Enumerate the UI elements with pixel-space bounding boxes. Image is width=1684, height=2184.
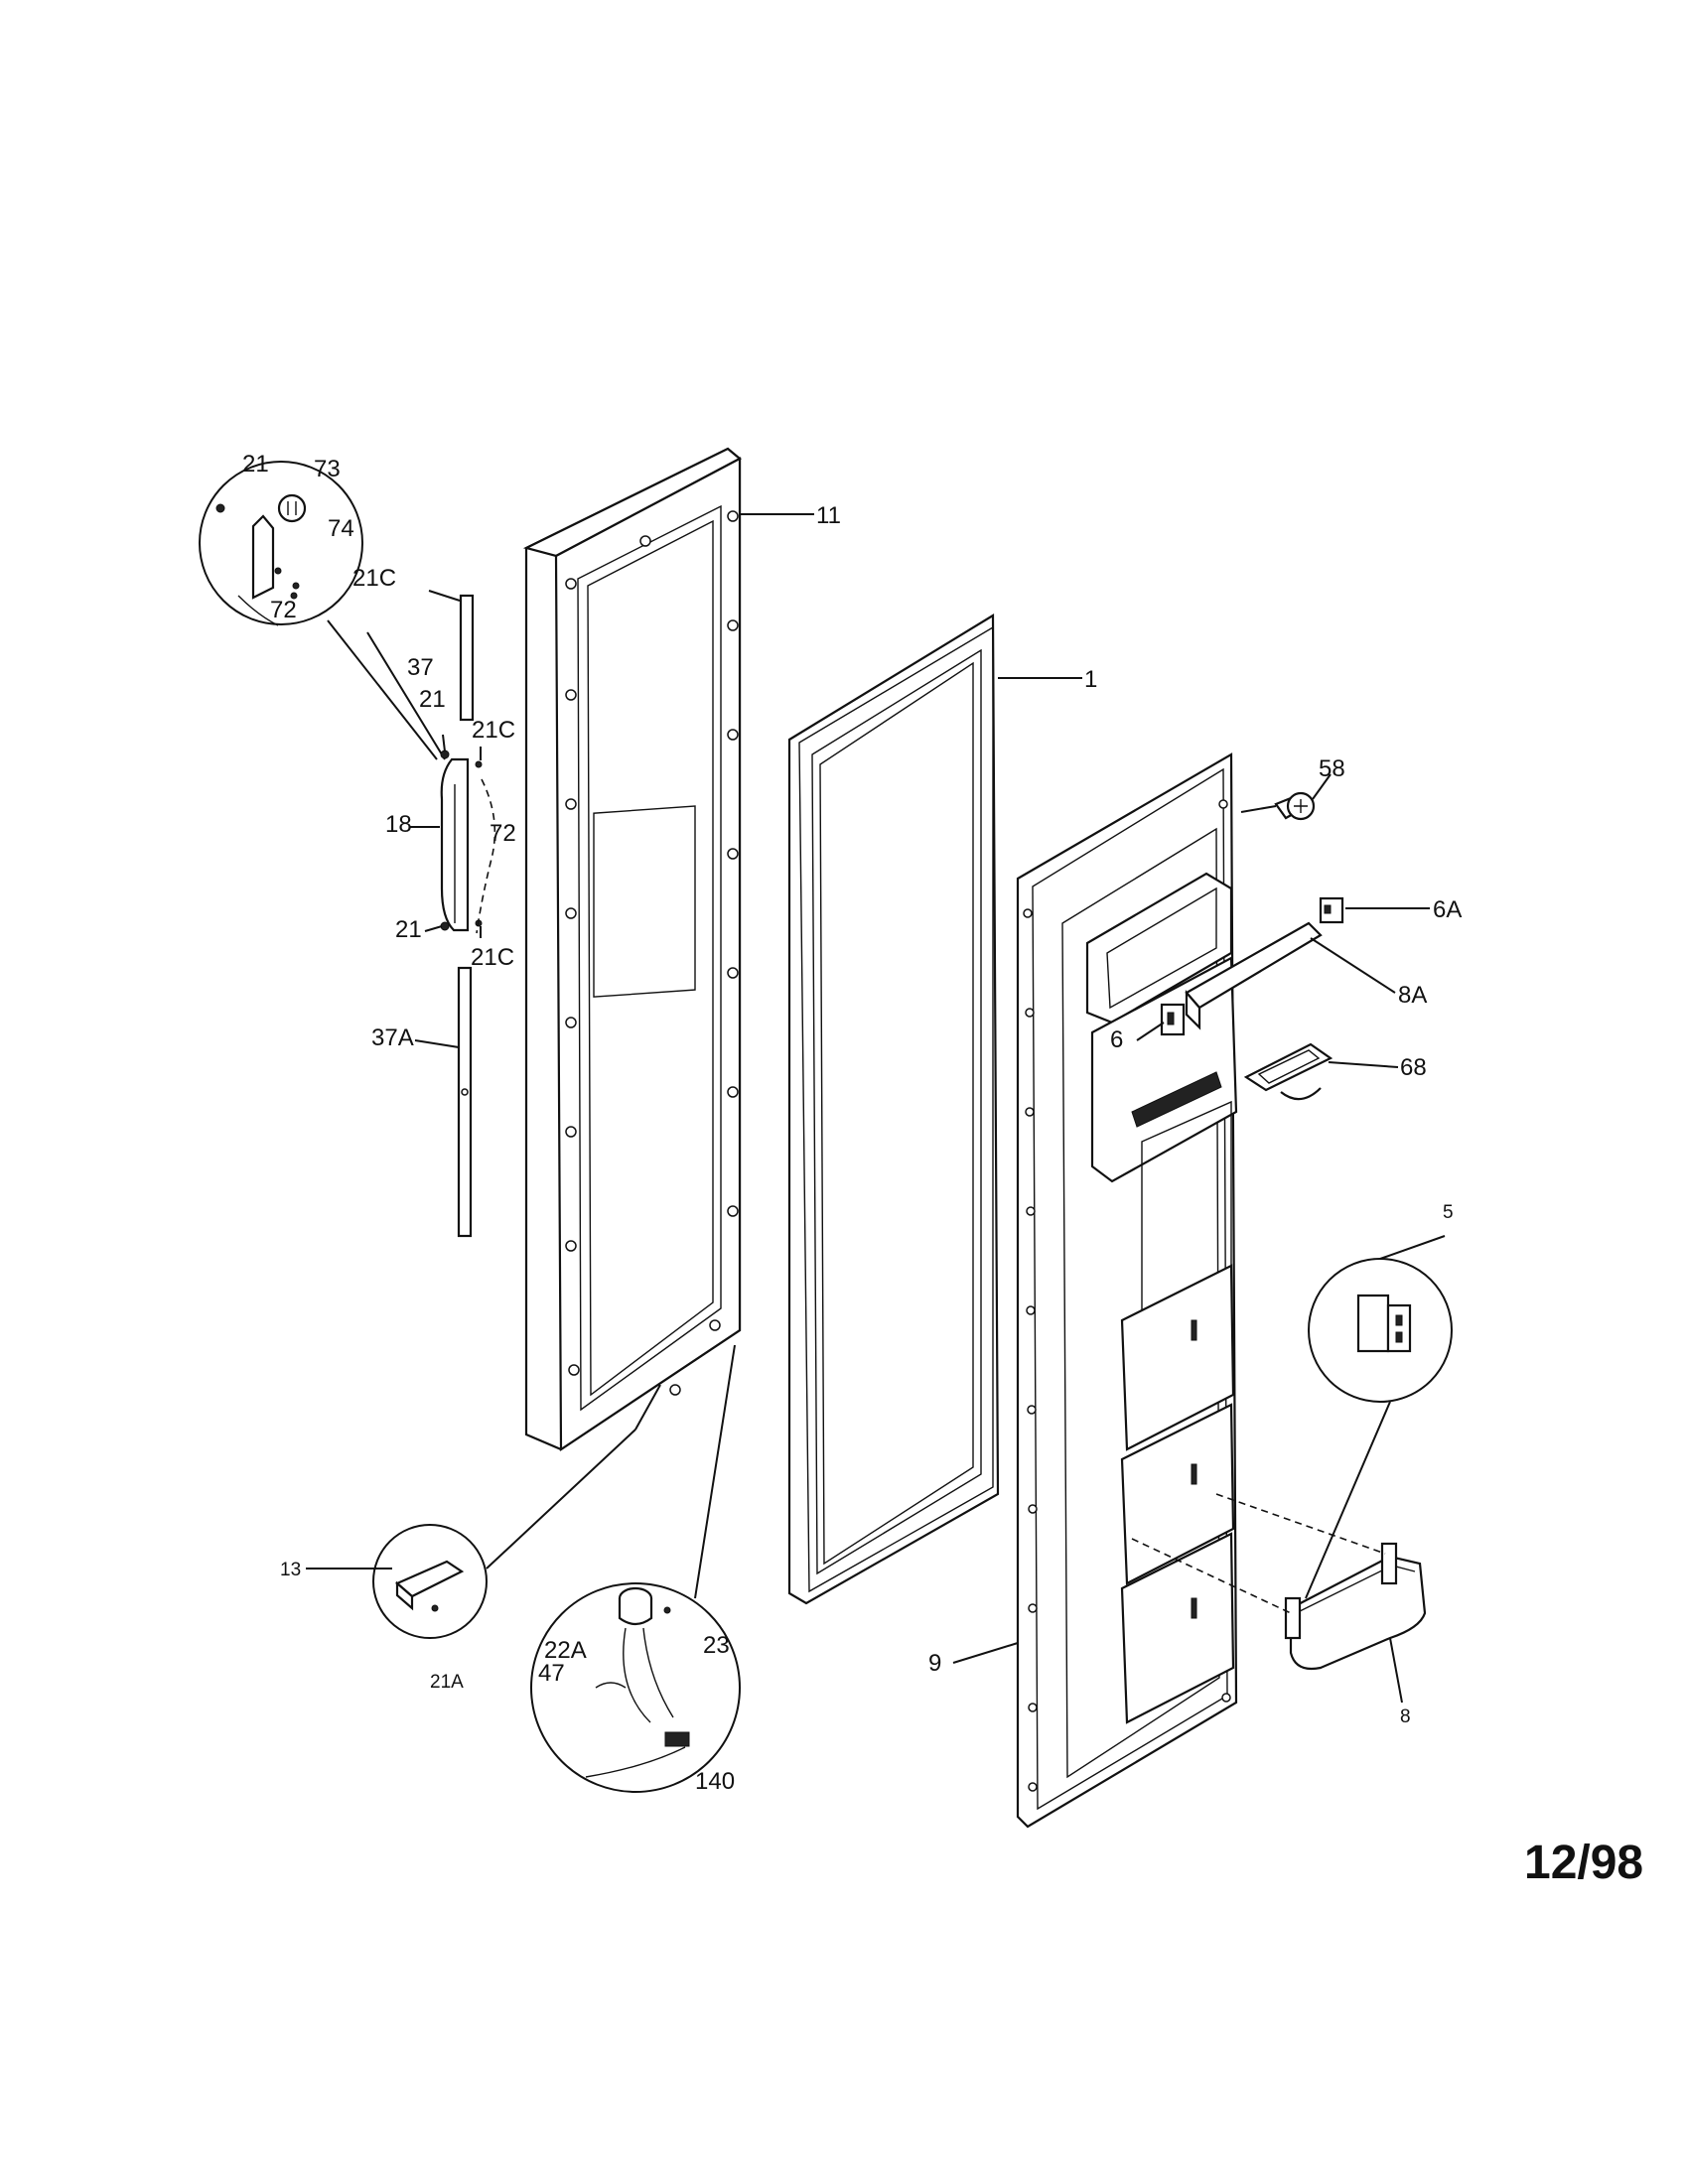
label-5: 5 [1443, 1202, 1454, 1223]
label-37A: 37A [371, 1024, 414, 1051]
outer-door-panel [522, 447, 742, 1452]
door-bin-8 [1284, 1542, 1427, 1671]
bracket-6A [1319, 896, 1344, 924]
bracket-6 [1160, 1003, 1186, 1036]
label-72-top: 72 [270, 597, 297, 623]
label-47: 47 [538, 1660, 565, 1687]
label-37: 37 [407, 654, 434, 681]
panel-holes [565, 510, 739, 1396]
label-21-top: 21 [242, 451, 269, 478]
detail-13 [372, 1384, 661, 1639]
label-13: 13 [280, 1560, 301, 1580]
label-21C-mid: 21C [472, 717, 515, 744]
label-58: 58 [1319, 755, 1345, 782]
label-18: 18 [385, 811, 412, 838]
handle-trim-37A [457, 966, 473, 1238]
door-liner [1016, 752, 1238, 1829]
label-21A: 21A [430, 1672, 464, 1693]
rail-8A [1185, 921, 1323, 1030]
label-23: 23 [703, 1632, 730, 1659]
liner-holes [1023, 799, 1231, 1792]
label-11: 11 [816, 502, 841, 529]
label-74: 74 [328, 515, 354, 542]
label-1: 1 [1084, 666, 1097, 693]
door-gasket [787, 614, 1000, 1605]
label-72-mid: 72 [490, 820, 516, 847]
part-68 [1243, 1042, 1333, 1101]
handle-18 [440, 750, 483, 932]
part-labels: 11 1 58 6A 8A 6 68 5 9 8 21 73 74 21C 72… [242, 451, 1462, 1795]
label-6A: 6A [1433, 896, 1462, 923]
label-21-mid: 21 [419, 686, 446, 713]
screw-58 [1274, 791, 1316, 821]
label-9: 9 [928, 1650, 941, 1677]
date-code: 12/98 [1524, 1837, 1643, 1889]
handle-trim-37 [459, 594, 475, 722]
label-22A: 22A [544, 1637, 587, 1664]
label-21-low: 21 [395, 916, 422, 943]
label-8A: 8A [1398, 982, 1427, 1009]
label-21C-top: 21C [352, 565, 396, 592]
label-8: 8 [1400, 1706, 1411, 1727]
detail-5 [1305, 1235, 1453, 1599]
label-21C-low: 21C [471, 944, 514, 971]
label-68: 68 [1400, 1054, 1427, 1081]
detail-switch-harness [530, 1344, 741, 1793]
hinge-detail-circle [199, 461, 446, 760]
label-6: 6 [1110, 1026, 1123, 1053]
label-73: 73 [314, 456, 341, 482]
leader-lines [306, 513, 1430, 1704]
label-140: 140 [695, 1768, 735, 1795]
